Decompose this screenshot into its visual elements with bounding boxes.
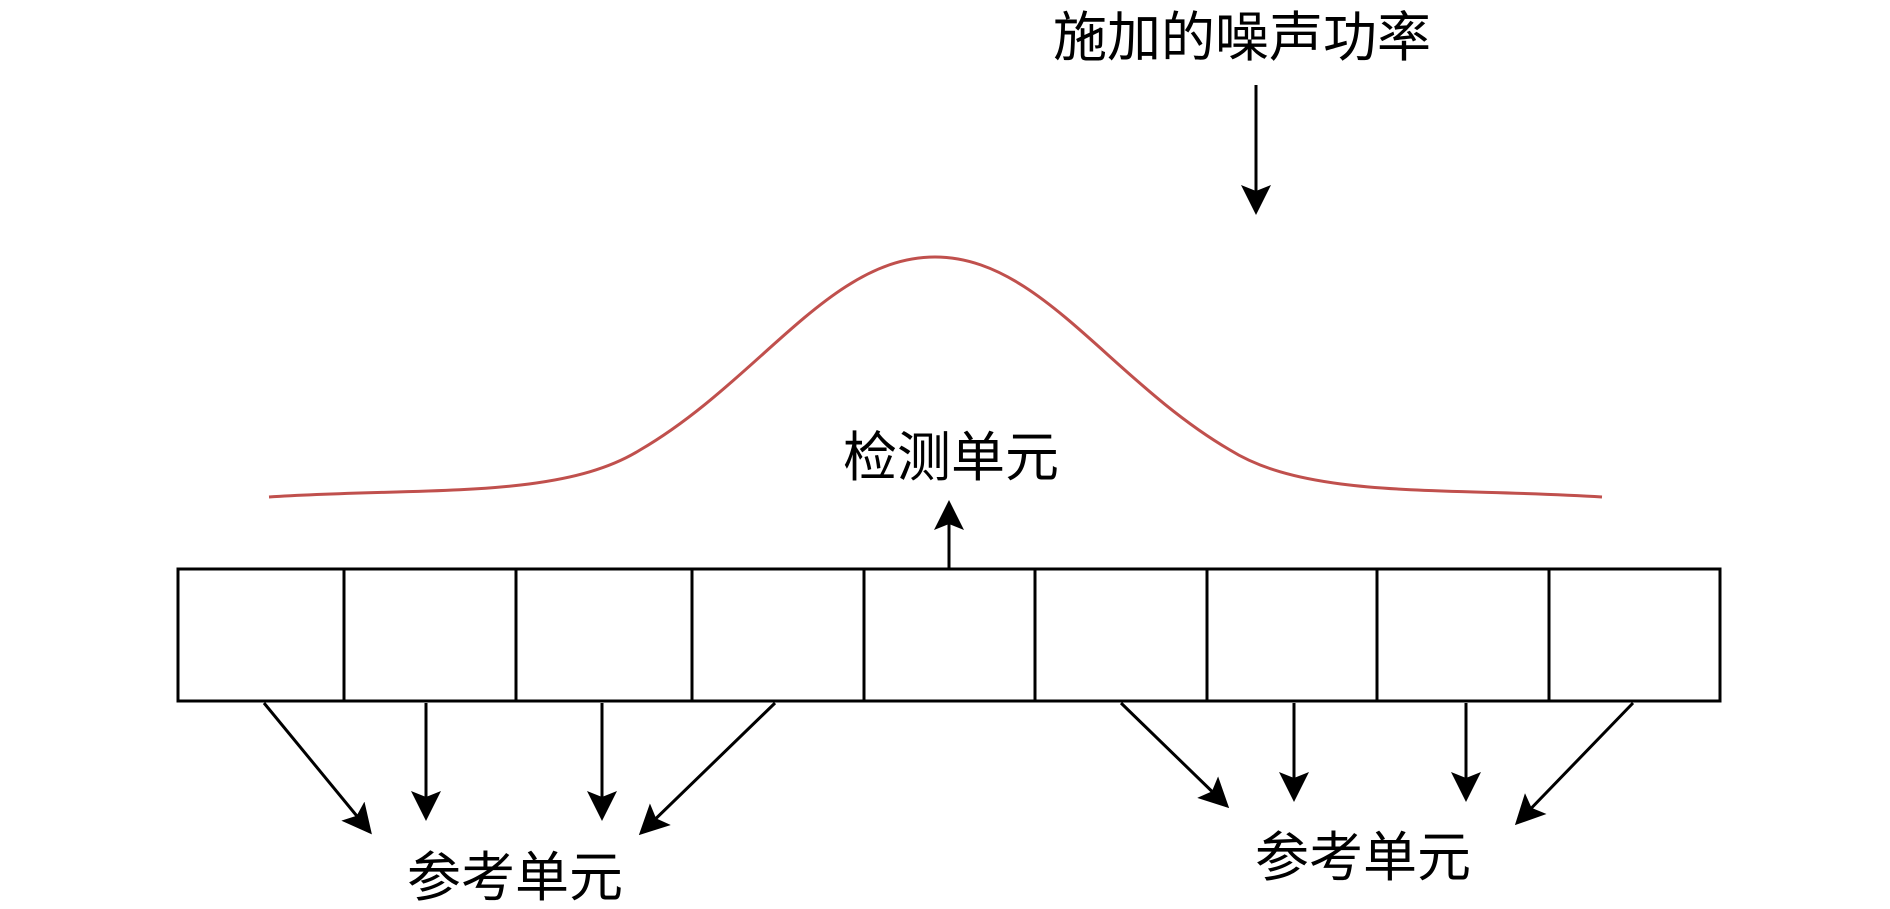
reference-cells-left-label: 参考单元: [407, 846, 623, 909]
cell-row: [176, 567, 1722, 703]
reference-arrow: [1514, 701, 1635, 826]
reference-cell: [1375, 567, 1551, 703]
reference-arrow: [262, 702, 372, 835]
reference-arrow: [1119, 701, 1230, 809]
noise-power-label: 施加的噪声功率: [1053, 6, 1431, 69]
reference-cell: [1205, 567, 1379, 703]
reference-cell: [690, 567, 866, 703]
reference-cell: [1547, 567, 1722, 703]
noise-power-curve: [268, 255, 1603, 499]
reference-cell: [1033, 567, 1209, 703]
reference-arrow: [638, 701, 777, 836]
reference-cell: [514, 567, 694, 703]
reference-cell: [176, 567, 346, 703]
right-reference-arrows: [1119, 701, 1635, 826]
detection-cell: [862, 567, 1037, 703]
left-reference-arrows: [262, 701, 777, 836]
reference-cells-right-label: 参考单元: [1255, 826, 1471, 889]
reference-cell: [342, 567, 518, 703]
detection-cell-label: 检测单元: [843, 426, 1059, 489]
